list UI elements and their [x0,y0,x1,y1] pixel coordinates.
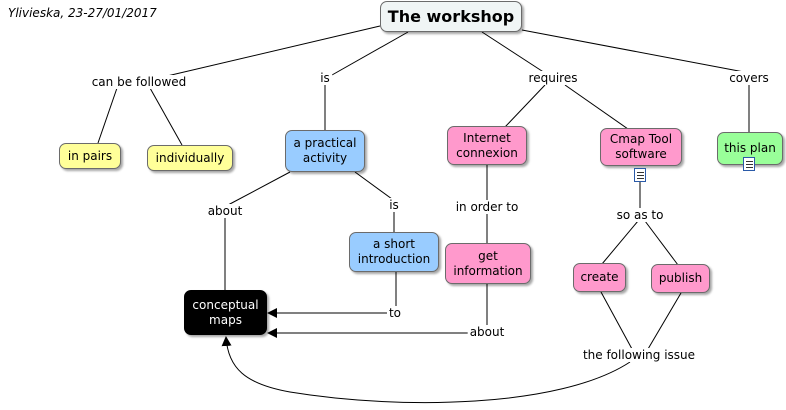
node-publish[interactable]: publish [651,264,710,293]
line-create-issue [600,291,633,350]
link-the-following-issue[interactable]: the following issue [580,348,698,362]
node-label: The workshop [387,7,515,26]
link-about[interactable]: about [205,204,245,218]
line-intro-to-maps [267,272,397,318]
node-label: publish [658,271,703,285]
node-conceptual-maps[interactable]: conceptual maps [184,290,267,335]
node-label: Cmap Tool software [609,132,673,161]
node-short-introduction[interactable]: a short introduction [349,232,439,272]
node-in-pairs[interactable]: in pairs [59,143,121,169]
link-is[interactable]: is [387,198,401,212]
node-label: conceptual maps [192,297,259,327]
link-to[interactable]: to [386,306,404,320]
node-internet-connexion[interactable]: Internet connexion [447,126,527,165]
link-in-order-to[interactable]: in order to [453,200,521,214]
node-label: create [580,270,619,284]
line-title-requires [481,31,546,74]
line-getinfo-about-maps [267,284,488,338]
line-soasto-publish [644,220,679,266]
link-is[interactable]: is [318,71,332,85]
node-label: a practical activity [293,136,357,165]
line-canbefollowed-individually [149,87,183,146]
line-issue-maps [221,336,631,404]
node-this-plan[interactable]: this plan [717,132,783,171]
node-cmap-tool-software[interactable]: Cmap Tool software [600,128,682,182]
line-title-covers [521,29,745,73]
node-label: Internet connexion [456,130,518,160]
link-about[interactable]: about [467,325,507,339]
node-label: a short introduction [357,237,431,266]
node-label: in pairs [67,148,113,163]
node-the-workshop[interactable]: The workshop [380,1,522,32]
line-requires-cmap [564,84,629,130]
node-label: this plan [724,141,776,155]
link-so-as-to[interactable]: so as to [614,208,666,222]
line-title-is [331,31,409,76]
document-icon[interactable] [743,157,755,171]
node-label: get information [453,248,523,278]
line-practical-is [354,171,393,200]
line-soasto-create [601,220,639,265]
line-canbefollowed-inpairs [97,87,118,144]
link-covers[interactable]: covers [727,71,771,85]
line-publish-issue [647,292,682,350]
link-can-be-followed[interactable]: can be followed [89,75,189,89]
node-practical-activity[interactable]: a practical activity [285,130,365,172]
node-individually[interactable]: individually [147,145,233,171]
line-requires-internet [504,84,546,128]
node-get-information[interactable]: get information [445,243,531,284]
line-practical-about [227,171,291,206]
line-title-canbefollowed [149,25,381,81]
link-requires[interactable]: requires [526,71,580,85]
document-icon[interactable] [634,168,646,182]
node-label: individually [155,150,225,165]
node-create[interactable]: create [573,263,626,292]
location-date-note: Ylivieska, 23-27/01/2017 [8,6,157,20]
